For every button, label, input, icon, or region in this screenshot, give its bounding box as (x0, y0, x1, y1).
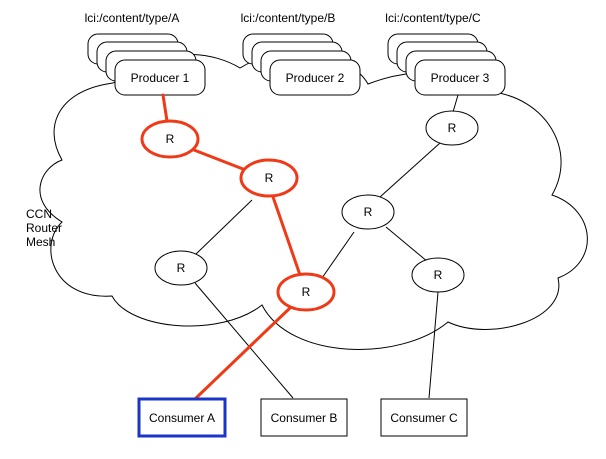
path-producer1-r1 (161, 93, 169, 123)
router-r1: R (140, 119, 200, 159)
consumer-c-label: Consumer C (390, 411, 458, 425)
router-r3: R (276, 272, 336, 312)
link-r4-r5 (379, 142, 441, 198)
router-label: R (434, 268, 443, 282)
link-r5-r6 (385, 226, 429, 263)
link-r2-r7 (194, 199, 253, 256)
consumer-a-label: Consumer A (149, 411, 215, 425)
path-r3-consumera (194, 306, 292, 400)
consumer-b: Consumer B (260, 398, 348, 437)
mesh-label-line-3: Mesh (26, 235, 55, 249)
consumer-c: Consumer C (380, 398, 468, 437)
router-label: R (177, 261, 186, 275)
consumer-a: Consumer A (137, 397, 227, 438)
router-label: R (265, 171, 274, 185)
router-r2: R (239, 158, 299, 198)
router-r6: R (411, 257, 465, 293)
content-label-a: lci:/content/type/A (85, 11, 180, 25)
link-r6-consumerc (428, 291, 439, 399)
producer-1-label: Producer 1 (131, 71, 190, 85)
router-label: R (302, 285, 311, 299)
router-r7: R (154, 250, 208, 286)
router-label: R (364, 205, 373, 219)
producer-3-label: Producer 3 (431, 71, 490, 85)
mesh-label-line-2: Router (26, 221, 62, 235)
path-r2-r3 (270, 192, 302, 277)
content-label-c: lci:/content/type/C (385, 11, 481, 25)
router-label: R (448, 121, 457, 135)
router-r5: R (341, 194, 395, 230)
router-r4: R (425, 110, 479, 146)
router-label: R (166, 132, 175, 146)
producer-stack-2 (242, 33, 361, 96)
mesh-label-line-1: CCN (26, 207, 52, 221)
content-label-b: lci:/content/type/B (241, 11, 336, 25)
producer-stack-3 (387, 33, 506, 96)
producer-stack-1 (87, 33, 206, 96)
highlighted-path (161, 93, 302, 400)
path-r1-r2 (192, 148, 245, 171)
consumer-b-label: Consumer B (271, 411, 338, 425)
link-producer3-r4 (452, 94, 459, 113)
mesh-label: CCN Router Mesh (26, 207, 62, 249)
mesh-links (194, 94, 459, 399)
producer-2-label: Producer 2 (286, 71, 345, 85)
link-r5-r3 (321, 231, 355, 279)
link-r7-consumerb (194, 282, 294, 399)
